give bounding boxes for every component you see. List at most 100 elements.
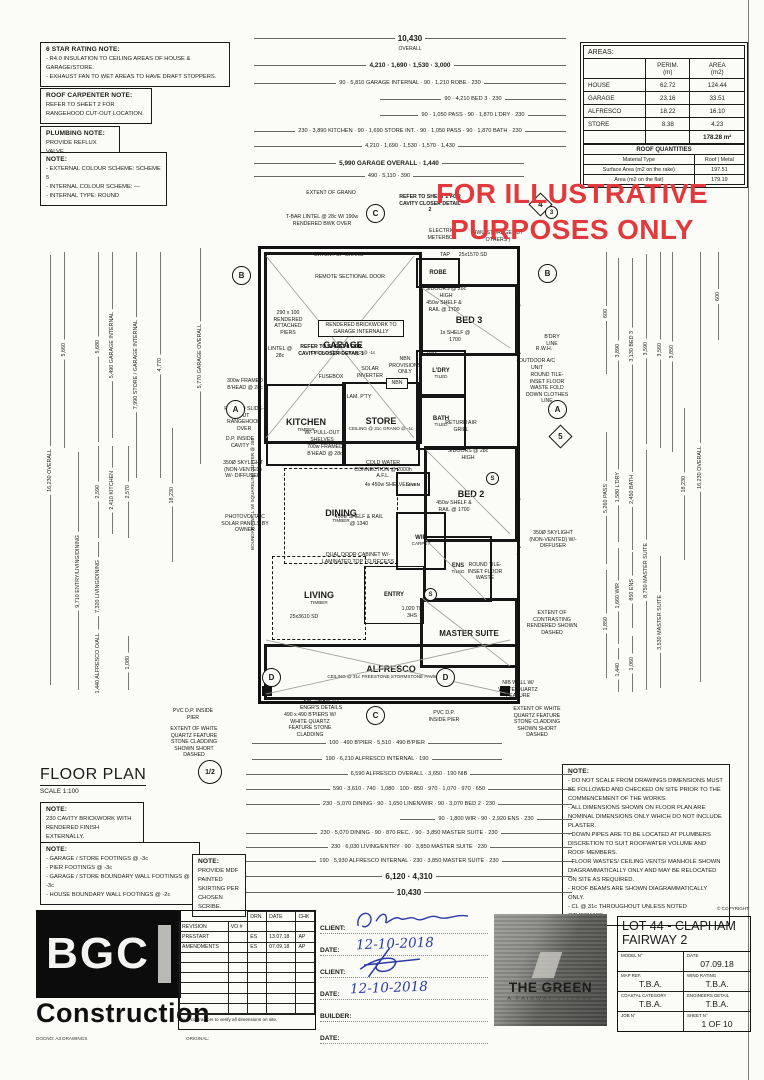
note-line: ALL DIMENSIONS SHOWN ON FLOOR PLAN ARE N… — [568, 804, 724, 831]
surface-area-value: 197.51 — [693, 164, 746, 175]
field-job: JOB N° — [618, 1011, 684, 1031]
bgc-logo: BGC — [36, 910, 181, 998]
doc-number: DOCNO: A3 DRAWINGS — [36, 1036, 88, 1041]
vdim: 7,990 STORE / GARAGE INTERNAL — [130, 252, 141, 478]
plan-annotation-rotated: BOUNDARY WALL W/ SQUARELINE GUTTER @ 28c — [516, 488, 521, 600]
note-title: NOTE: — [198, 858, 220, 865]
plan-annotation: HWU STORAGE ( BY OTHERS ) — [472, 230, 524, 243]
plan-annotation: EXTENT OF GRANO — [314, 252, 364, 258]
builder-row: BUILDER: — [320, 1000, 488, 1022]
date-label: DATE: — [320, 1035, 340, 1042]
revision-row-empty — [179, 961, 315, 974]
room-entry: ENTRY — [364, 566, 424, 624]
room-finish: CEILING @ 31c FREESTONE STORMSTONE PAVIN… — [327, 674, 455, 680]
vdim: 1,060 — [626, 636, 637, 692]
material-type-value: Roof | Metal — [693, 154, 746, 165]
vdim: 5,680 — [92, 252, 103, 442]
rev-col-vo: VO # — [227, 921, 249, 933]
note-footings: NOTE: GARAGE / STORE FOOTINGS @ -3c PIER… — [40, 842, 200, 905]
room-store: STORE CEILING @ 31c GRANO @ -1c — [342, 382, 420, 466]
detail-marker-half: 1/2 — [198, 760, 222, 784]
field-sheet: SHEET N°1 OF 10 — [687, 1013, 733, 1030]
field-model: MODEL N° — [618, 951, 684, 972]
room-finish: CEILING @ 31c GRANO @ -1c — [310, 350, 376, 356]
dim-row: 190 · 6,210 ALFRESCO INTERNAL · 190 — [252, 756, 502, 762]
client2-date-row: DATE: 12-10-2018 — [320, 978, 488, 1000]
note-line: PROVIDE REFLUX VALVE. — [46, 140, 97, 155]
room-label: GARAGE — [323, 340, 363, 351]
note-title: NOTE: — [46, 806, 68, 813]
vdim: 600 — [712, 252, 723, 340]
illustrative-watermark: FOR ILLUSTRATIVE PURPOSES ONLY — [436, 178, 708, 246]
dim-row: 100 · 490 B'PIER · 5,510 · 490 B'PIER — [252, 740, 502, 746]
room-label: BATH — [432, 416, 450, 423]
areas-title: AREAS: — [583, 45, 745, 59]
room-master: MASTER SUITE — [420, 598, 518, 668]
note-line: GARAGE / STORE FOOTINGS @ -3c — [46, 855, 194, 864]
vdim: 3,530 MASTER SUITE — [654, 556, 665, 688]
revision-row-empty — [179, 982, 315, 994]
room-label: WIR — [415, 535, 427, 542]
plan-annotation: PFC BEAM TO ENGR'S DETAILS — [299, 698, 343, 711]
vdim: 18,230 — [166, 428, 177, 562]
room-label: LINEN — [406, 481, 420, 487]
subcontractor-note: Sub-contractors to verify all dimensions… — [179, 1013, 315, 1024]
signoff-area: CLIENT: DATE: 12-10-2018 CLIENT: DATE: 1… — [320, 912, 488, 1044]
room-label: BED 2 — [457, 489, 485, 499]
room-ldry: L'DRY TILED — [416, 350, 466, 398]
vdim: 1,440 ALFRESCO O/ALL — [92, 629, 103, 697]
vdim: 3,560 — [654, 252, 665, 448]
estate-tagline: A FAIRWAY VILLAGE — [507, 996, 594, 1002]
areas-col-blank — [582, 58, 647, 79]
plan-annotation: REMOTE SECTIONAL DOOR — [315, 274, 385, 280]
vdim: 5,490 GARAGE INTERNAL — [106, 252, 117, 438]
plan-annotation-rotated: BOUNDARY WALL W/ SQUARELINE GUTTER @ 28c — [516, 294, 521, 406]
plan-brace-lines — [265, 255, 511, 695]
note-title: PLUMBING NOTE: — [46, 130, 105, 137]
note-line: INTERNAL TYPE: ROUND — [46, 192, 161, 201]
room-finish: TILED — [434, 422, 448, 428]
floor-plan-title: FLOOR PLAN — [40, 766, 147, 786]
dim-row: 4,210 · 1,690 · 1,530 · 3,000 — [254, 62, 566, 69]
plan-annotation: B'DRY LINE — [544, 334, 560, 347]
revision-row-empty — [179, 972, 315, 984]
note-title: NOTE: — [568, 768, 590, 775]
project-title: LOT 44 - CLAPHAM FAIRWAY 2 — [618, 917, 750, 952]
note-line: HOUSE BOUNDARY WALL FOOTINGS @ -2c — [46, 891, 194, 900]
dim-row: 90 · 4,210 BED 3 · 230 — [380, 96, 566, 102]
vdim: 2,590 — [92, 446, 103, 538]
detail-marker-c: C — [366, 706, 385, 725]
field-map-ref: MAP REF.T.B.A. — [618, 971, 684, 992]
vdim: 5,260 PASS — [600, 432, 611, 564]
room-finish: CARPET — [411, 541, 431, 547]
plan-annotation: PHOTOVOLTAIC SOLAR PANELS BY OWNER — [221, 514, 269, 533]
areas-total: 178.28 m² — [689, 130, 745, 144]
note-line: EXTERNAL COLOUR SCHEME: SCHEME 5 — [46, 165, 161, 183]
detail-marker-5: 5 — [548, 424, 573, 449]
detail-marker-d: D — [436, 668, 455, 687]
room-label: MASTER SUITE — [439, 628, 499, 638]
bgc-logo-text: BGC — [46, 929, 150, 978]
vdim: 1,080 — [122, 636, 133, 690]
plan-annotation: NIB WALL W/ WHITE QUARTZ FEATURE — [498, 680, 538, 699]
detail-marker-b: B — [538, 264, 557, 283]
plan-annotation: 450w SHELF & RAIL @ 1340 — [334, 514, 384, 527]
note-line: FLOOR WASTES/ CEILING VENTS/ MANHOLE SHO… — [568, 858, 724, 885]
room-finish: CEILING @ 31c GRANO @ -1c — [348, 426, 414, 432]
plan-annotation: RETURN AIR GRILL — [445, 420, 477, 433]
plan-annotation: WM — [427, 352, 437, 358]
plan-annotation: REFER TO SHEET 2 FOR CAVITY CLOSER DETAI… — [399, 194, 461, 213]
date-label: DATE: — [320, 947, 340, 954]
plan-annotation: EXTENT OF CONTRASTING RENDERED SHOWN DAS… — [526, 610, 578, 636]
note-line: PIER FOOTINGS @ -3c — [46, 864, 194, 873]
client2-date-handwritten: 12-10-2018 — [349, 978, 429, 998]
plan-annotation: NBN PROVISIONS ONLY — [388, 356, 422, 375]
plan-annotation: 300w FRAMED B'HEAD @ 28c — [227, 378, 263, 391]
dim-row: 90 · 1,050 PASS · 90 · 1,870 L'DRY · 230 — [380, 112, 566, 118]
material-type-label: Material Type — [583, 154, 695, 165]
plan-annotation: COLD WATER CONNECTION @ 2000h A.F.L. — [354, 460, 412, 479]
plan-annotation: ELECTRIC METERBOX — [427, 228, 457, 241]
